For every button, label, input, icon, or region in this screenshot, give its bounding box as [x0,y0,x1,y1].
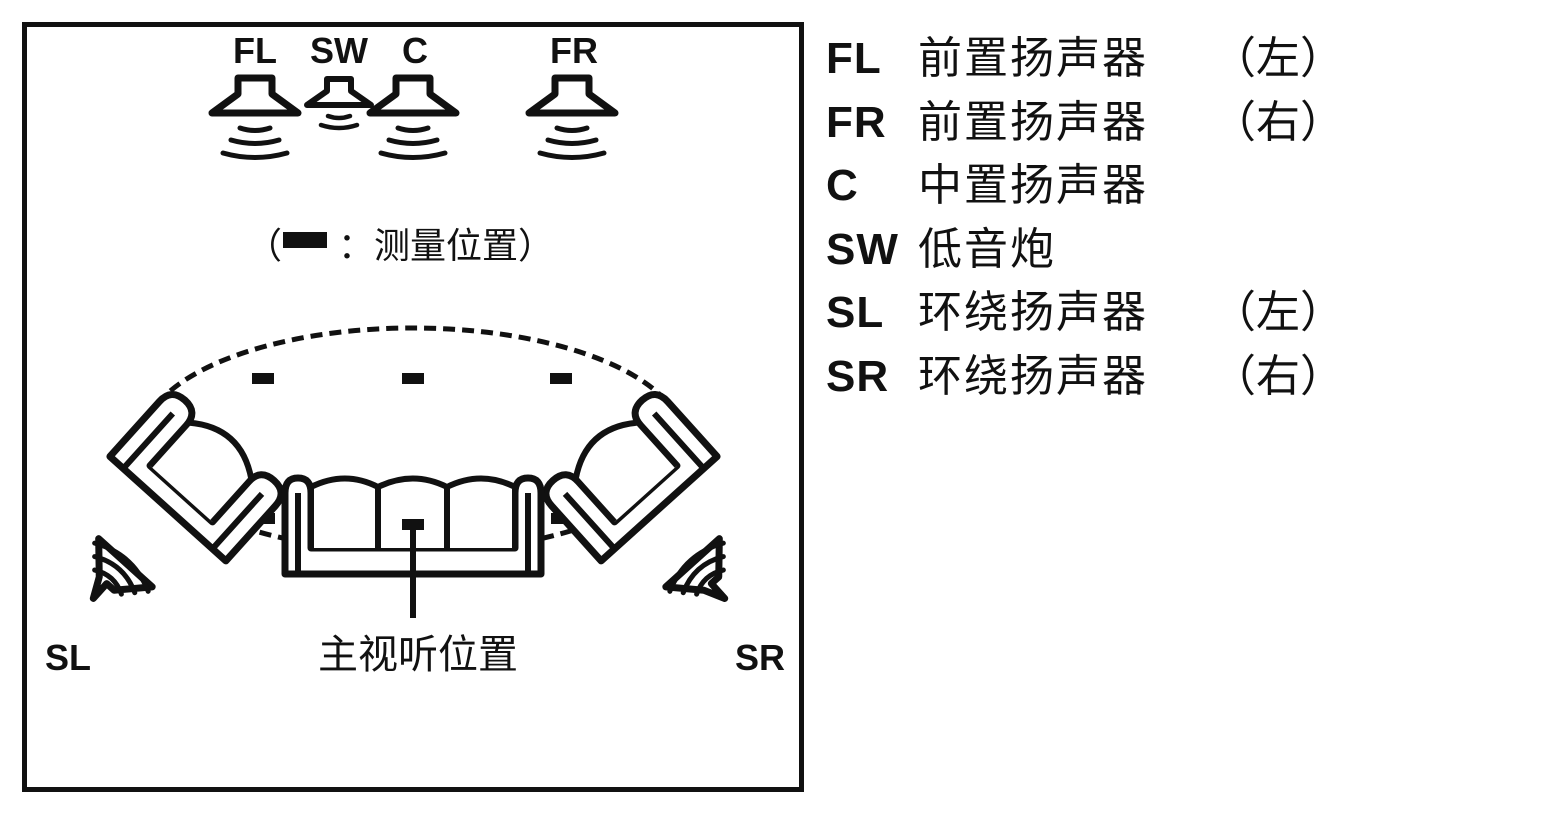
measure-note-open: （ [246,226,282,267]
legend-side: （左） [1212,287,1344,338]
label-fr: FR [550,30,598,71]
legend-side: （左） [1212,33,1344,84]
legend-description: 前置扬声器 [918,33,1148,84]
legend-code: SR [826,351,890,401]
diagram-frame [22,22,804,792]
legend-description: 中置扬声器 [918,160,1148,211]
main-position-label: 主视听位置 [318,632,518,678]
legend-side: （右） [1212,96,1344,148]
surround-left-speaker-icon [67,536,155,622]
center-speaker-icon [370,78,456,158]
main-position-marker [402,519,424,530]
label-sw: SW [310,30,368,71]
front-right-speaker-icon [529,78,615,158]
legend-code: SW [826,224,899,274]
measure-marker [402,373,424,384]
legend-row: SL 环绕扬声器 （左） [826,284,1526,348]
label-sr: SR [735,637,785,678]
measure-note-text: ：测量位置） [338,226,554,267]
legend-side: （右） [1212,350,1344,402]
speaker-legend: FL 前置扬声器 （左） FR 前置扬声器 （右） C 中置扬声器 SW 低音炮… [826,30,1526,411]
legend-code: FL [826,34,882,83]
measure-marker [550,373,572,384]
legend-row: FL 前置扬声器 （左） [826,30,1526,94]
sofa-icon [281,474,545,578]
surround-right-speaker-icon [664,536,752,622]
label-c: C [402,30,428,71]
measure-marker [252,373,274,384]
legend-code: C [826,161,859,210]
subwoofer-icon [307,79,371,128]
label-sl: SL [45,637,91,678]
front-left-speaker-icon [212,78,298,158]
legend-code: FR [826,97,887,147]
measure-marker-legend-icon [283,232,327,248]
legend-description: 低音炮 [918,223,1056,275]
legend-description: 环绕扬声器 [918,350,1148,402]
legend-code: SL [826,288,885,337]
label-fl: FL [233,30,277,71]
legend-description: 前置扬声器 [918,96,1148,148]
legend-row: C 中置扬声器 [826,157,1526,221]
legend-row: FR 前置扬声器 （右） [826,94,1526,158]
legend-row: SR 环绕扬声器 （右） [826,348,1526,412]
legend-description: 环绕扬声器 [918,287,1148,338]
legend-row: SW 低音炮 [826,221,1526,285]
